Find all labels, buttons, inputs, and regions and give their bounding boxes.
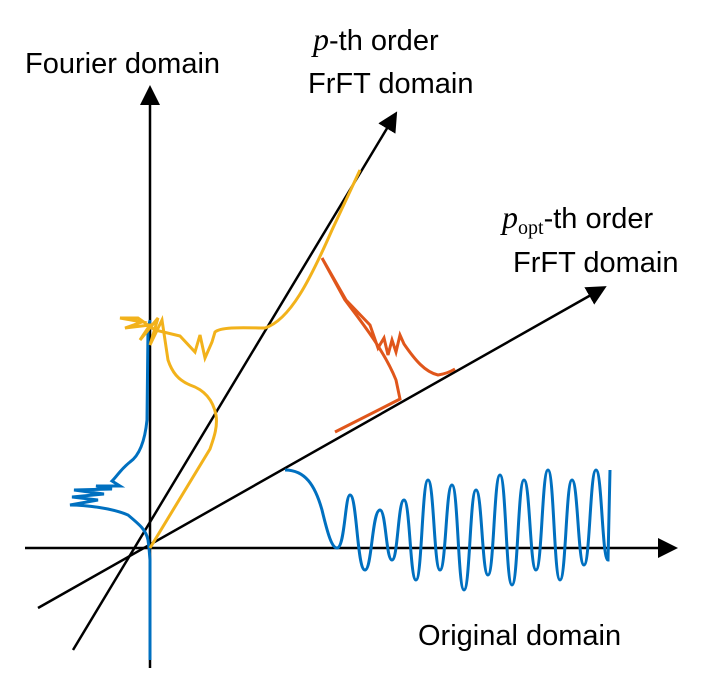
original-domain-label: Original domain [418, 620, 621, 652]
original-domain-signal-curve [284, 468, 612, 592]
popt-order-label-line2: FrFT domain [513, 247, 678, 279]
popt-order-label-line1: popt-th order [500, 199, 654, 239]
fourier-spectrum-curve [69, 319, 152, 660]
p-order-label-line1: p-th order [311, 21, 439, 57]
p-order-axis [71, 111, 398, 651]
p-order-label-line2: FrFT domain [308, 68, 473, 100]
popt-order-signal-curve [320, 257, 456, 434]
p-order-signal-curve [119, 169, 362, 549]
fourier-domain-label: Fourier domain [25, 48, 220, 80]
popt-order-axis [37, 286, 607, 610]
